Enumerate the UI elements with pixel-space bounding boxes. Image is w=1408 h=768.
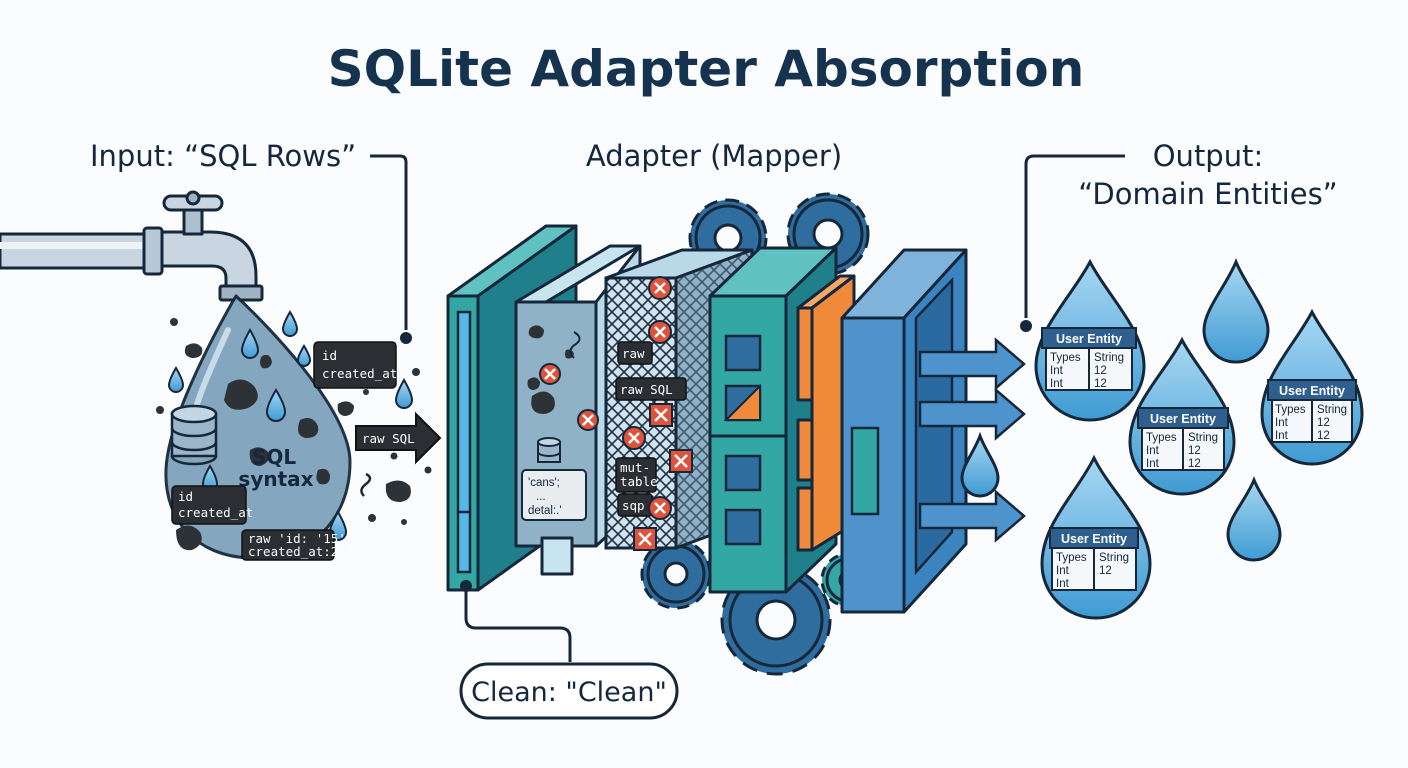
database-icon-small: [537, 437, 561, 463]
error-icon-p3e: [669, 449, 693, 473]
entity-3-header: User Entity: [1279, 384, 1345, 398]
tag-mut-line1: mut-: [620, 460, 650, 475]
tag-bottom: raw 'id: '15' created_at:210: [241, 529, 353, 561]
tag-mid: id created_at: [171, 485, 253, 525]
faucet-icon: [0, 190, 264, 302]
entity-2-c2r2: 12: [1188, 445, 1201, 457]
tag-cans: 'cans'; ... detal:.': [521, 469, 587, 521]
adapter-label: Adapter (Mapper): [586, 139, 842, 173]
entity-drop-1: User Entity Types Int Int String 12 12: [1034, 258, 1146, 422]
tag-raw-sql-text: raw SQL: [620, 382, 673, 397]
entity-drop-2: User Entity Types Int Int String 12 12: [1128, 336, 1236, 496]
raw-sql-arrow-label: raw SQL: [362, 431, 415, 446]
entity-2-c1r1: Types: [1146, 432, 1177, 444]
tag-mut-table: mut- table: [615, 457, 658, 493]
plain-drops: [960, 258, 1282, 562]
entity-1-c2r3: 12: [1094, 378, 1107, 390]
entity-1-c2r2: 12: [1094, 365, 1107, 377]
entity-3-c1r1: Types: [1275, 404, 1306, 416]
entity-2-c1r2: Int: [1146, 445, 1160, 457]
tag-raw-text: raw: [622, 346, 645, 361]
drop-text-syntax: syntax: [238, 467, 313, 491]
tag-mid-line1: id: [178, 489, 193, 504]
entity-3-c1r3: Int: [1275, 430, 1289, 442]
entity-2-c1r3: Int: [1146, 458, 1160, 470]
entity-1-c1r1: Types: [1050, 352, 1081, 364]
tag-top-line2: created_at: [322, 366, 397, 381]
tag-mid-line2: created_at: [178, 505, 253, 520]
tag-top: id created_at: [313, 341, 397, 389]
entity-drop-4: User Entity Types Int Int String 12: [1040, 454, 1152, 620]
tag-sqp-text: sqp: [622, 498, 645, 513]
output-leader-dot: [1020, 320, 1032, 332]
error-icon-p3f: [648, 496, 672, 520]
clean-leader-line: [464, 584, 572, 662]
input-leader-line: [370, 154, 408, 330]
entity-2-c2r1: String: [1188, 432, 1218, 444]
entity-3-c2r3: 12: [1317, 430, 1330, 442]
tag-bottom-line2: created_at:210: [248, 544, 353, 559]
entity-2-header: User Entity: [1150, 412, 1216, 426]
entity-1-header: User Entity: [1056, 332, 1122, 346]
tag-cans-line1: 'cans';: [528, 477, 560, 489]
tag-mut-line2: table: [620, 474, 658, 489]
error-icon-p3c: [649, 403, 673, 427]
raw-sql-arrow: raw SQL: [355, 411, 442, 465]
input-label: Input: “SQL Rows”: [90, 139, 356, 173]
plain-drop-3: [1226, 475, 1282, 562]
tag-sqp: sqp: [617, 493, 653, 517]
entity-4-c1r1: Types: [1056, 552, 1087, 564]
tag-cans-line3: detal:.': [528, 505, 562, 517]
output-leader-line: [1024, 154, 1125, 318]
entity-4-c2r2: 12: [1099, 565, 1112, 577]
error-icon-p2b: [577, 409, 599, 431]
debris-particles: [156, 310, 432, 551]
output-label-line2: “Domain Entities”: [1078, 177, 1337, 211]
entity-4-c2r1: String: [1099, 552, 1129, 564]
database-icon: [170, 404, 218, 466]
entity-4-c1r2: Int: [1056, 565, 1070, 577]
entity-drop-3: User Entity Types Int Int String 12 12: [1260, 308, 1364, 466]
adapter-panel-5: [840, 248, 968, 614]
plain-drop-1: [1202, 258, 1270, 364]
output-arrows: [918, 337, 1026, 543]
plain-drop-2: [960, 431, 1000, 498]
tag-bottom-line1: raw 'id: '15': [248, 531, 346, 546]
entity-2-c2r3: 12: [1188, 458, 1201, 470]
entity-1-c1r2: Int: [1050, 365, 1064, 377]
clean-label: Clean: "Clean": [471, 677, 667, 708]
clean-leader-dot: [460, 580, 472, 592]
entity-3-c2r1: String: [1317, 404, 1347, 416]
tag-raw-sql: raw SQL: [615, 377, 687, 401]
entity-1-c2r1: String: [1094, 352, 1124, 364]
entity-3-c1r2: Int: [1275, 417, 1289, 429]
entity-4-header: User Entity: [1061, 532, 1127, 546]
entity-4-c1r3: Int: [1056, 578, 1070, 590]
error-icon-p3d: [622, 426, 646, 450]
error-icon-p3b: [648, 320, 672, 344]
diagram-title: SQLite Adapter Absorption: [328, 40, 1085, 98]
input-leader-dot: [400, 332, 412, 344]
error-icon-p2a: [539, 363, 561, 385]
error-icon-p3g: [633, 527, 657, 551]
drop-text-sql: SQL: [252, 445, 296, 469]
output-label-line1: Output:: [1153, 139, 1264, 173]
clean-label-box: [459, 662, 679, 720]
tag-top-line1: id: [322, 348, 337, 363]
tag-cans-line2: ...: [536, 491, 546, 503]
entity-1-c1r3: Int: [1050, 378, 1064, 390]
error-icon-p3a: [648, 276, 672, 300]
tag-raw: raw: [617, 341, 653, 365]
entity-3-c2r2: 12: [1317, 417, 1330, 429]
